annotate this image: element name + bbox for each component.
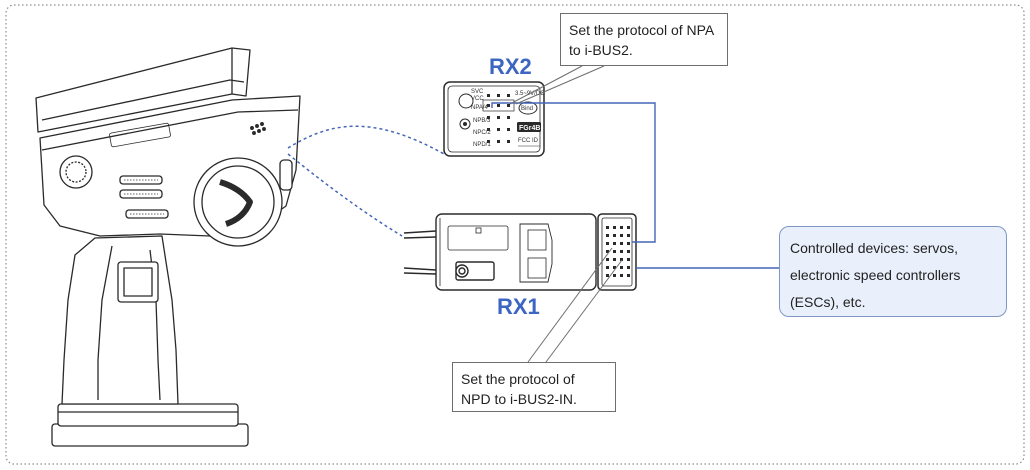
rx2-fcc-label: FCC ID: [518, 138, 539, 144]
rx2-pin-label: NPC/2: [473, 130, 491, 136]
servo-connector-block: [597, 213, 637, 291]
controlled-devices-callout: Controlled devices: servos, electronic s…: [779, 226, 1007, 317]
wireless-link-rx2: [287, 125, 445, 155]
rx2-pin-label: SVC: [471, 89, 484, 95]
npd-leader-line: [527, 247, 613, 363]
outer-dotted-frame: [5, 4, 1025, 465]
npd-leader-line: [545, 259, 623, 363]
npa-leader-line: [509, 65, 583, 105]
rx2-voltage-label: 3.5~9V/DC: [515, 91, 545, 97]
npa-protocol-callout: Set the protocol of NPA to i-BUS2.: [560, 13, 728, 66]
rx2-pin-label: VCC: [471, 96, 484, 102]
rx1-receiver: [403, 213, 597, 291]
wireless-link-rx1: [287, 153, 403, 237]
transmitter-illustration: [35, 47, 301, 447]
bind-button: [518, 101, 538, 115]
npd-protocol-callout: Set the protocol of NPD to i-BUS2-IN.: [452, 362, 616, 412]
rx2-pin-label: NPA/4: [471, 105, 489, 111]
rx1-label: RX1: [497, 294, 540, 319]
bind-label: Bind: [521, 106, 533, 112]
bus-wire-npa: [491, 102, 656, 243]
rx2-pin-label: NPB/3: [473, 118, 491, 124]
rx2-receiver: SVC VCC NPA/4 NPB/3 NPC/2 NPD/1 3.5~9V/D…: [443, 81, 545, 157]
rx2-label: RX2: [489, 54, 532, 79]
rx2-pin-label: NPD/1: [473, 142, 491, 148]
rx2-model-label: FGr4B: [519, 125, 540, 132]
npa-leader-line: [515, 65, 605, 105]
